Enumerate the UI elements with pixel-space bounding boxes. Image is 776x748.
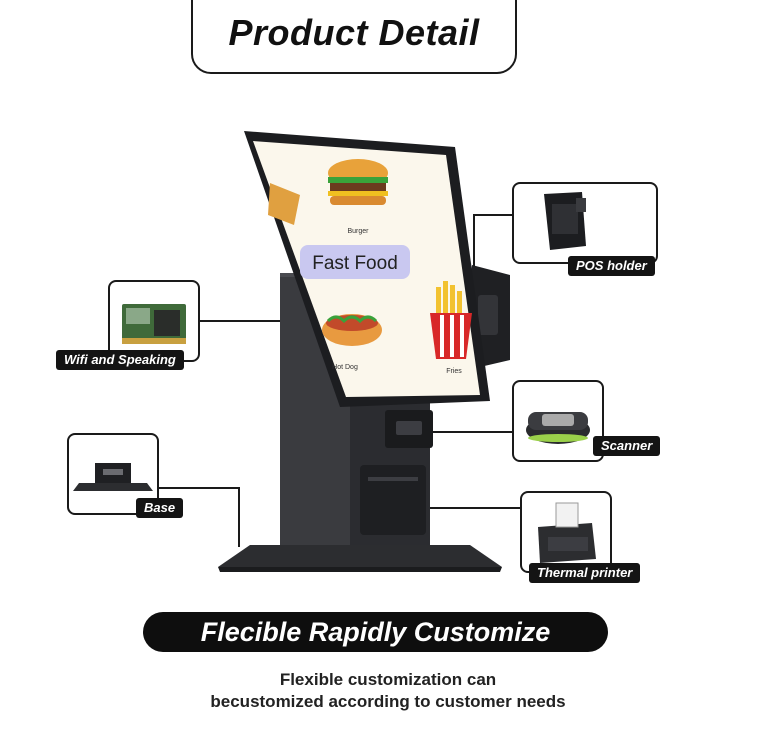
connector-pos-v xyxy=(473,214,475,270)
sandwich-image xyxy=(268,183,300,225)
page-title: Product Detail xyxy=(228,12,480,53)
burger-image xyxy=(328,159,388,205)
hotdog-image xyxy=(322,314,382,346)
fast-food-banner xyxy=(300,245,410,279)
connector-base-v xyxy=(238,487,240,547)
hotdog-label: Hot Dog xyxy=(332,364,358,371)
title-box: Product Detail xyxy=(191,0,517,74)
base-tag: Base xyxy=(136,498,184,518)
pos-holder-tag: POS holder xyxy=(568,256,655,276)
base-icon xyxy=(73,463,153,491)
description-line-1: Flexible customization can xyxy=(279,670,497,689)
scanner-tag: Scanner xyxy=(593,436,661,456)
connector-printer xyxy=(430,507,520,509)
description-line-2: becustomized according to customer needs xyxy=(210,692,566,711)
pos-holder-callout xyxy=(512,182,658,264)
connector-base xyxy=(158,487,240,489)
scanner-callout xyxy=(512,380,604,462)
fast-food-label: Fast Food xyxy=(312,253,398,274)
wifi-module-icon xyxy=(122,304,186,344)
fries-label: Fries xyxy=(446,368,462,375)
customize-banner-text: Flecible Rapidly Customize xyxy=(200,616,551,647)
kiosk-base-plate xyxy=(218,545,502,567)
pos-holder-icon xyxy=(544,192,586,250)
customize-banner: Flecible Rapidly Customize xyxy=(143,612,608,652)
burger-label: Burger xyxy=(347,228,369,235)
connector-scanner xyxy=(430,431,512,433)
printer-callout xyxy=(520,491,612,573)
printer-icon xyxy=(538,502,596,563)
kiosk-printer-slot xyxy=(360,465,426,535)
printer-tag: Thermal printer xyxy=(529,563,641,583)
scanner-icon xyxy=(526,412,590,444)
wifi-tag: Wifi and Speaking xyxy=(56,350,184,370)
wifi-callout xyxy=(108,280,200,362)
kiosk-illustration: Burger Fast Food Hot Dog Fries xyxy=(218,131,510,572)
fries-image xyxy=(430,281,472,359)
connector-pos xyxy=(474,214,514,216)
connector-wifi xyxy=(199,320,284,322)
